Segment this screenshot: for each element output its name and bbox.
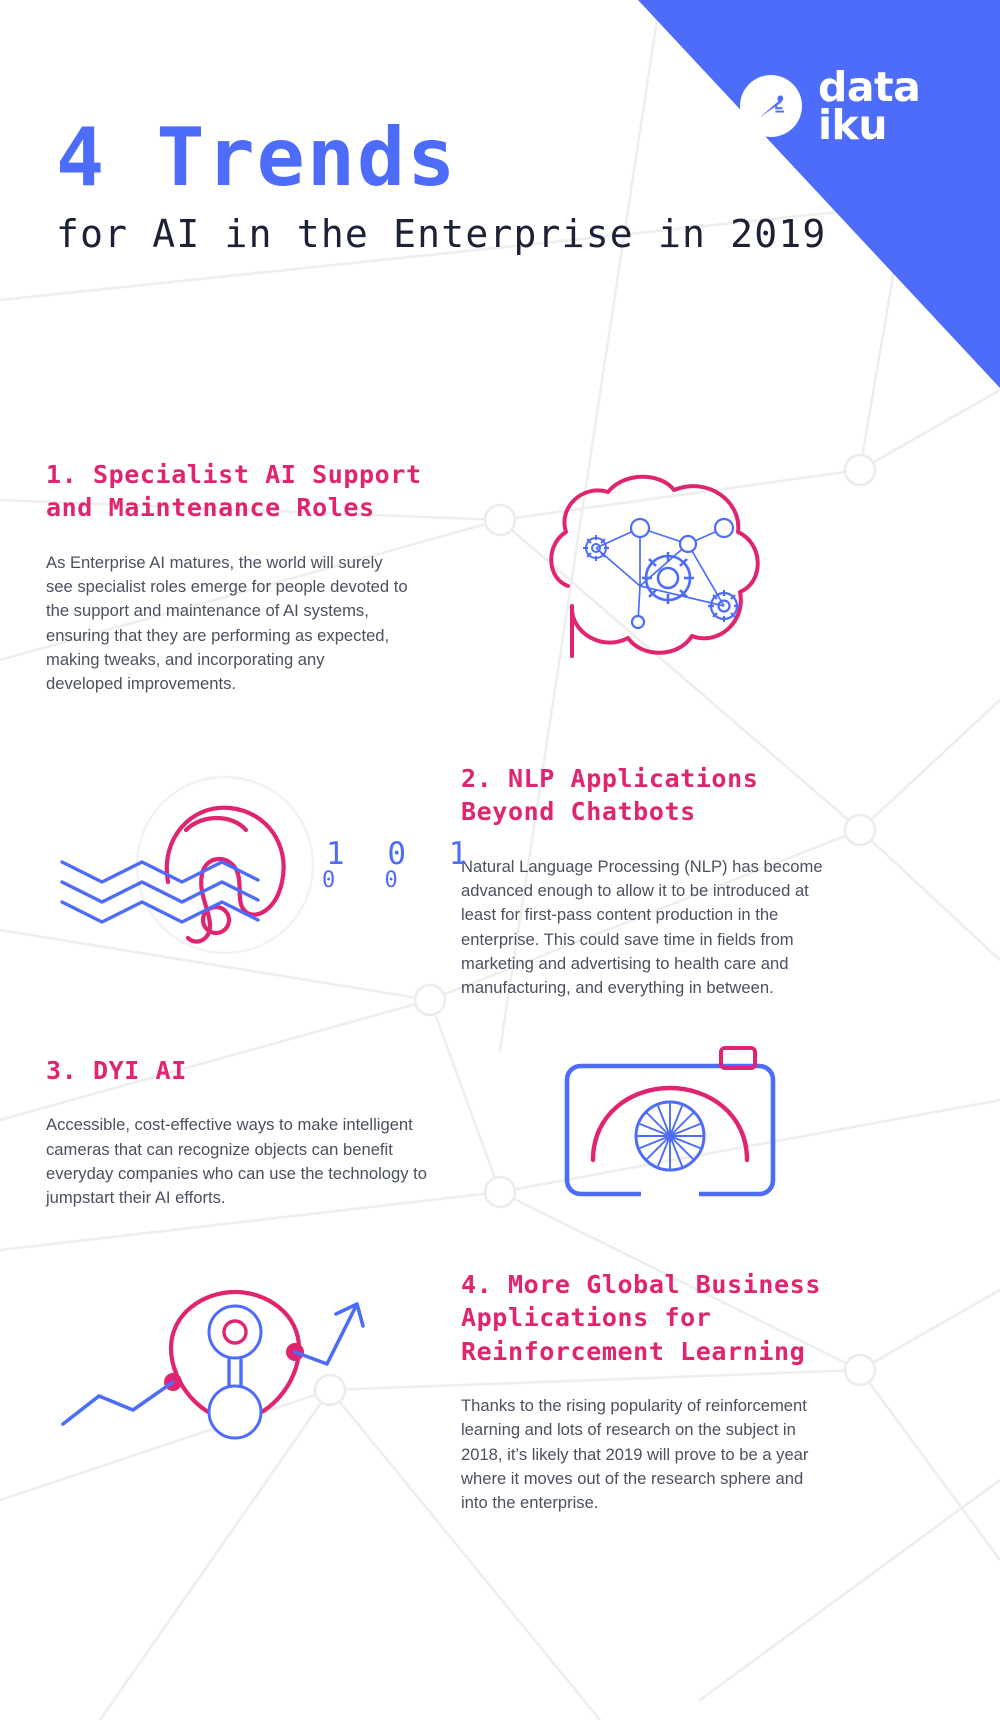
section-nlp-applications: 2. NLP Applications Beyond Chatbots Natu… (461, 762, 861, 1001)
ear-soundwave-binary-icon (60, 775, 315, 955)
section-1-heading: 1. Specialist AI Support and Maintenance… (46, 460, 422, 523)
section-3-body: Accessible, cost-effective ways to make … (46, 1115, 427, 1208)
dataiku-wordmark: data iku (818, 66, 921, 150)
section-4-heading: 4. More Global Business Applications for… (461, 1270, 821, 1366)
section-4-body: Thanks to the rising popularity of reinf… (461, 1395, 809, 1513)
binary-digits-row-1: 1 0 1 (326, 836, 480, 872)
section-2-body: Natural Language Processing (NLP) has be… (461, 856, 823, 998)
section-3-heading: 3. DYI AI (46, 1056, 187, 1085)
reinforcement-loop-arrow-icon (61, 1289, 365, 1440)
page-title-block: 4 Trends for AI in the Enterprise in 201… (56, 118, 827, 257)
section-dyi-ai: 3. DYI AI Accessible, cost-effective way… (46, 1054, 446, 1211)
page-subtitle: for AI in the Enterprise in 2019 (56, 212, 827, 256)
section-specialist-ai-support: 1. Specialist AI Support and Maintenance… (46, 458, 446, 697)
section-2-heading: 2. NLP Applications Beyond Chatbots (461, 764, 759, 827)
section-1-body: As Enterprise AI matures, the world will… (46, 552, 408, 694)
section-reinforcement-learning: 4. More Global Business Applications for… (461, 1268, 861, 1516)
camera-eye-icon (564, 1046, 776, 1202)
brain-gears-network-icon (549, 474, 760, 658)
logo-word-line2: iku (818, 101, 888, 150)
binary-digits-row-2: 0 0 (322, 868, 416, 893)
page-title: 4 Trends (56, 111, 458, 204)
